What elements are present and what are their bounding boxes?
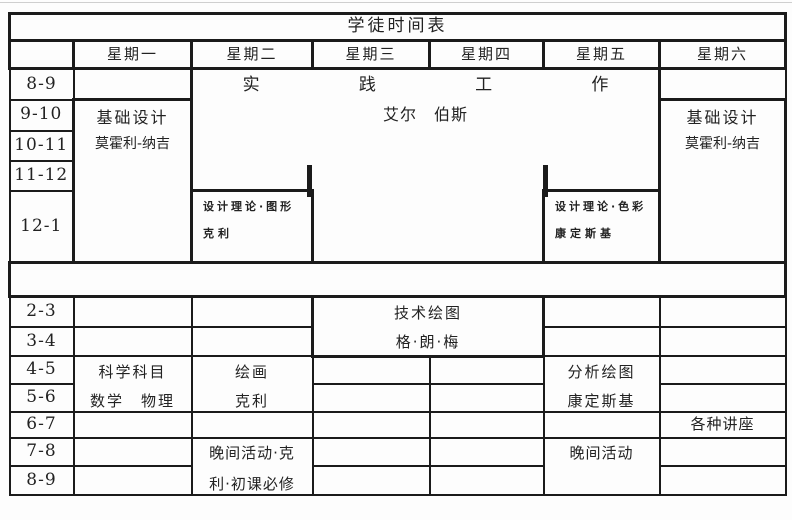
cell-fri-6-7 — [542, 410, 661, 439]
practical-work-title: 实 践 工 作 — [242, 75, 609, 95]
cell-thu-7-8 — [428, 436, 545, 467]
cell-wed-thu-technical-drawing: 技术绘图 格·朗·梅 — [311, 295, 545, 358]
day-header-tuesday: 星期二 — [190, 39, 314, 70]
cell-mon-6-7 — [72, 410, 193, 439]
cell-wed-7-8 — [311, 436, 431, 467]
course-teacher: 康定斯基 — [567, 391, 636, 410]
cell-sat-8-9 — [658, 67, 787, 101]
apprentice-timetable: 学徒时间表 星期一 星期二 星期三 星期四 星期五 星期六 8-9 实 践 工 … — [7, 12, 788, 497]
cell-wed-5-6 — [311, 383, 431, 413]
time-label-9-10: 9-10 — [8, 98, 75, 132]
cell-mon-7-8 — [72, 436, 193, 467]
cell-practical-work-continuation — [311, 190, 545, 264]
cell-practical-work: 实 践 工 作 艾尔 伯斯 — [190, 67, 661, 197]
course-teacher: 克利 — [203, 226, 233, 240]
cell-tue-3-4 — [190, 326, 314, 357]
cell-tue-6-7 — [190, 410, 314, 439]
time-label-10-11: 10-11 — [8, 129, 75, 162]
cell-wed-6-7 — [311, 410, 431, 439]
cell-mon-8-9pm — [72, 464, 193, 497]
course-line2: 利·初课必修 — [209, 475, 295, 494]
course-detail: 数学 物理 — [89, 391, 175, 410]
cell-tue-painting: 绘画 克利 — [190, 355, 314, 413]
day-header-monday: 星期一 — [72, 39, 193, 70]
cell-sat-3-4 — [658, 326, 787, 357]
cell-tue-2-3 — [190, 295, 314, 328]
border-tick-right — [543, 165, 548, 197]
time-label-3-4: 3-4 — [8, 326, 75, 357]
course-name: 设计理论·色彩 — [555, 200, 647, 213]
course-teacher: 格·朗·梅 — [395, 332, 461, 351]
cell-fri-3-4 — [542, 326, 661, 357]
time-label-4-5: 4-5 — [8, 355, 75, 385]
time-label-5-6: 5-6 — [8, 383, 75, 413]
cell-tue-evening-activity: 晚间活动·克 利·初课必修 — [190, 436, 314, 496]
time-label-8-9-evening: 8-9 — [8, 464, 75, 497]
cell-tue-design-theory-graphics: 设计理论·图形 克利 — [190, 189, 314, 264]
cell-sat-lectures: 各种讲座 — [658, 410, 787, 439]
page-title: 学徒时间表 — [7, 12, 788, 42]
course-line1: 晚间活动·克 — [209, 443, 295, 462]
cell-sat-5-6 — [658, 383, 787, 413]
time-label-2-3: 2-3 — [8, 295, 75, 328]
time-label-6-7: 6-7 — [8, 410, 75, 439]
border-tick-left — [307, 165, 312, 197]
cell-thu-6-7 — [428, 410, 545, 439]
time-label-7-8: 7-8 — [8, 436, 75, 467]
course-teacher: 莫霍利-纳吉 — [94, 136, 171, 152]
course-teacher: 莫霍利-纳吉 — [685, 136, 761, 152]
cell-thu-5-6 — [428, 383, 545, 413]
cell-thu-4-5 — [428, 355, 545, 385]
cell-sat-7-8 — [658, 436, 787, 467]
cell-mon-8-9 — [72, 67, 193, 101]
course-name: 基础设计 — [96, 108, 169, 127]
practical-work-teacher: 艾尔 伯斯 — [382, 105, 468, 125]
cell-mon-2-3 — [72, 295, 193, 328]
cell-mon-science: 科学科目 数学 物理 — [72, 355, 193, 413]
cell-wed-8-9pm — [311, 464, 431, 497]
cell-thu-8-9pm — [428, 464, 545, 497]
cell-sat-2-3 — [658, 295, 787, 328]
course-teacher: 克利 — [234, 391, 269, 410]
course-name: 绘画 — [234, 363, 269, 381]
day-header-saturday: 星期六 — [657, 39, 788, 70]
cell-sat-4-5 — [658, 355, 787, 385]
page-edge-divider — [0, 2, 792, 3]
time-label-11-12: 11-12 — [8, 159, 75, 192]
cell-fri-analytic-drawing: 分析绘图 康定斯基 — [542, 355, 661, 413]
time-column-header — [8, 39, 75, 70]
day-header-wednesday: 星期三 — [311, 39, 431, 70]
course-name: 科学科目 — [98, 363, 167, 381]
cell-sat-8-9pm — [658, 464, 787, 497]
course-name: 基础设计 — [686, 108, 759, 127]
cell-sat-basic-design: 基础设计 莫霍利-纳吉 — [657, 98, 788, 264]
cell-fri-evening-activity: 晚间活动 — [542, 436, 661, 496]
time-label-12-1: 12-1 — [8, 189, 75, 264]
day-header-friday: 星期五 — [542, 39, 661, 70]
cell-wed-4-5 — [311, 355, 431, 385]
course-name: 设计理论·图形 — [203, 200, 295, 213]
course-name: 晚间活动 — [569, 443, 634, 462]
course-teacher: 康定斯基 — [555, 226, 615, 240]
cell-mon-3-4 — [72, 326, 193, 357]
course-name: 分析绘图 — [567, 363, 636, 381]
lunch-break-band — [7, 261, 788, 298]
cell-mon-basic-design: 基础设计 莫霍利-纳吉 — [72, 98, 193, 264]
course-name: 技术绘图 — [393, 304, 462, 322]
day-header-thursday: 星期四 — [428, 39, 545, 70]
cell-fri-design-theory-color: 设计理论·色彩 康定斯基 — [542, 189, 661, 264]
cell-fri-2-3 — [542, 295, 661, 328]
time-label-8-9: 8-9 — [8, 67, 75, 101]
